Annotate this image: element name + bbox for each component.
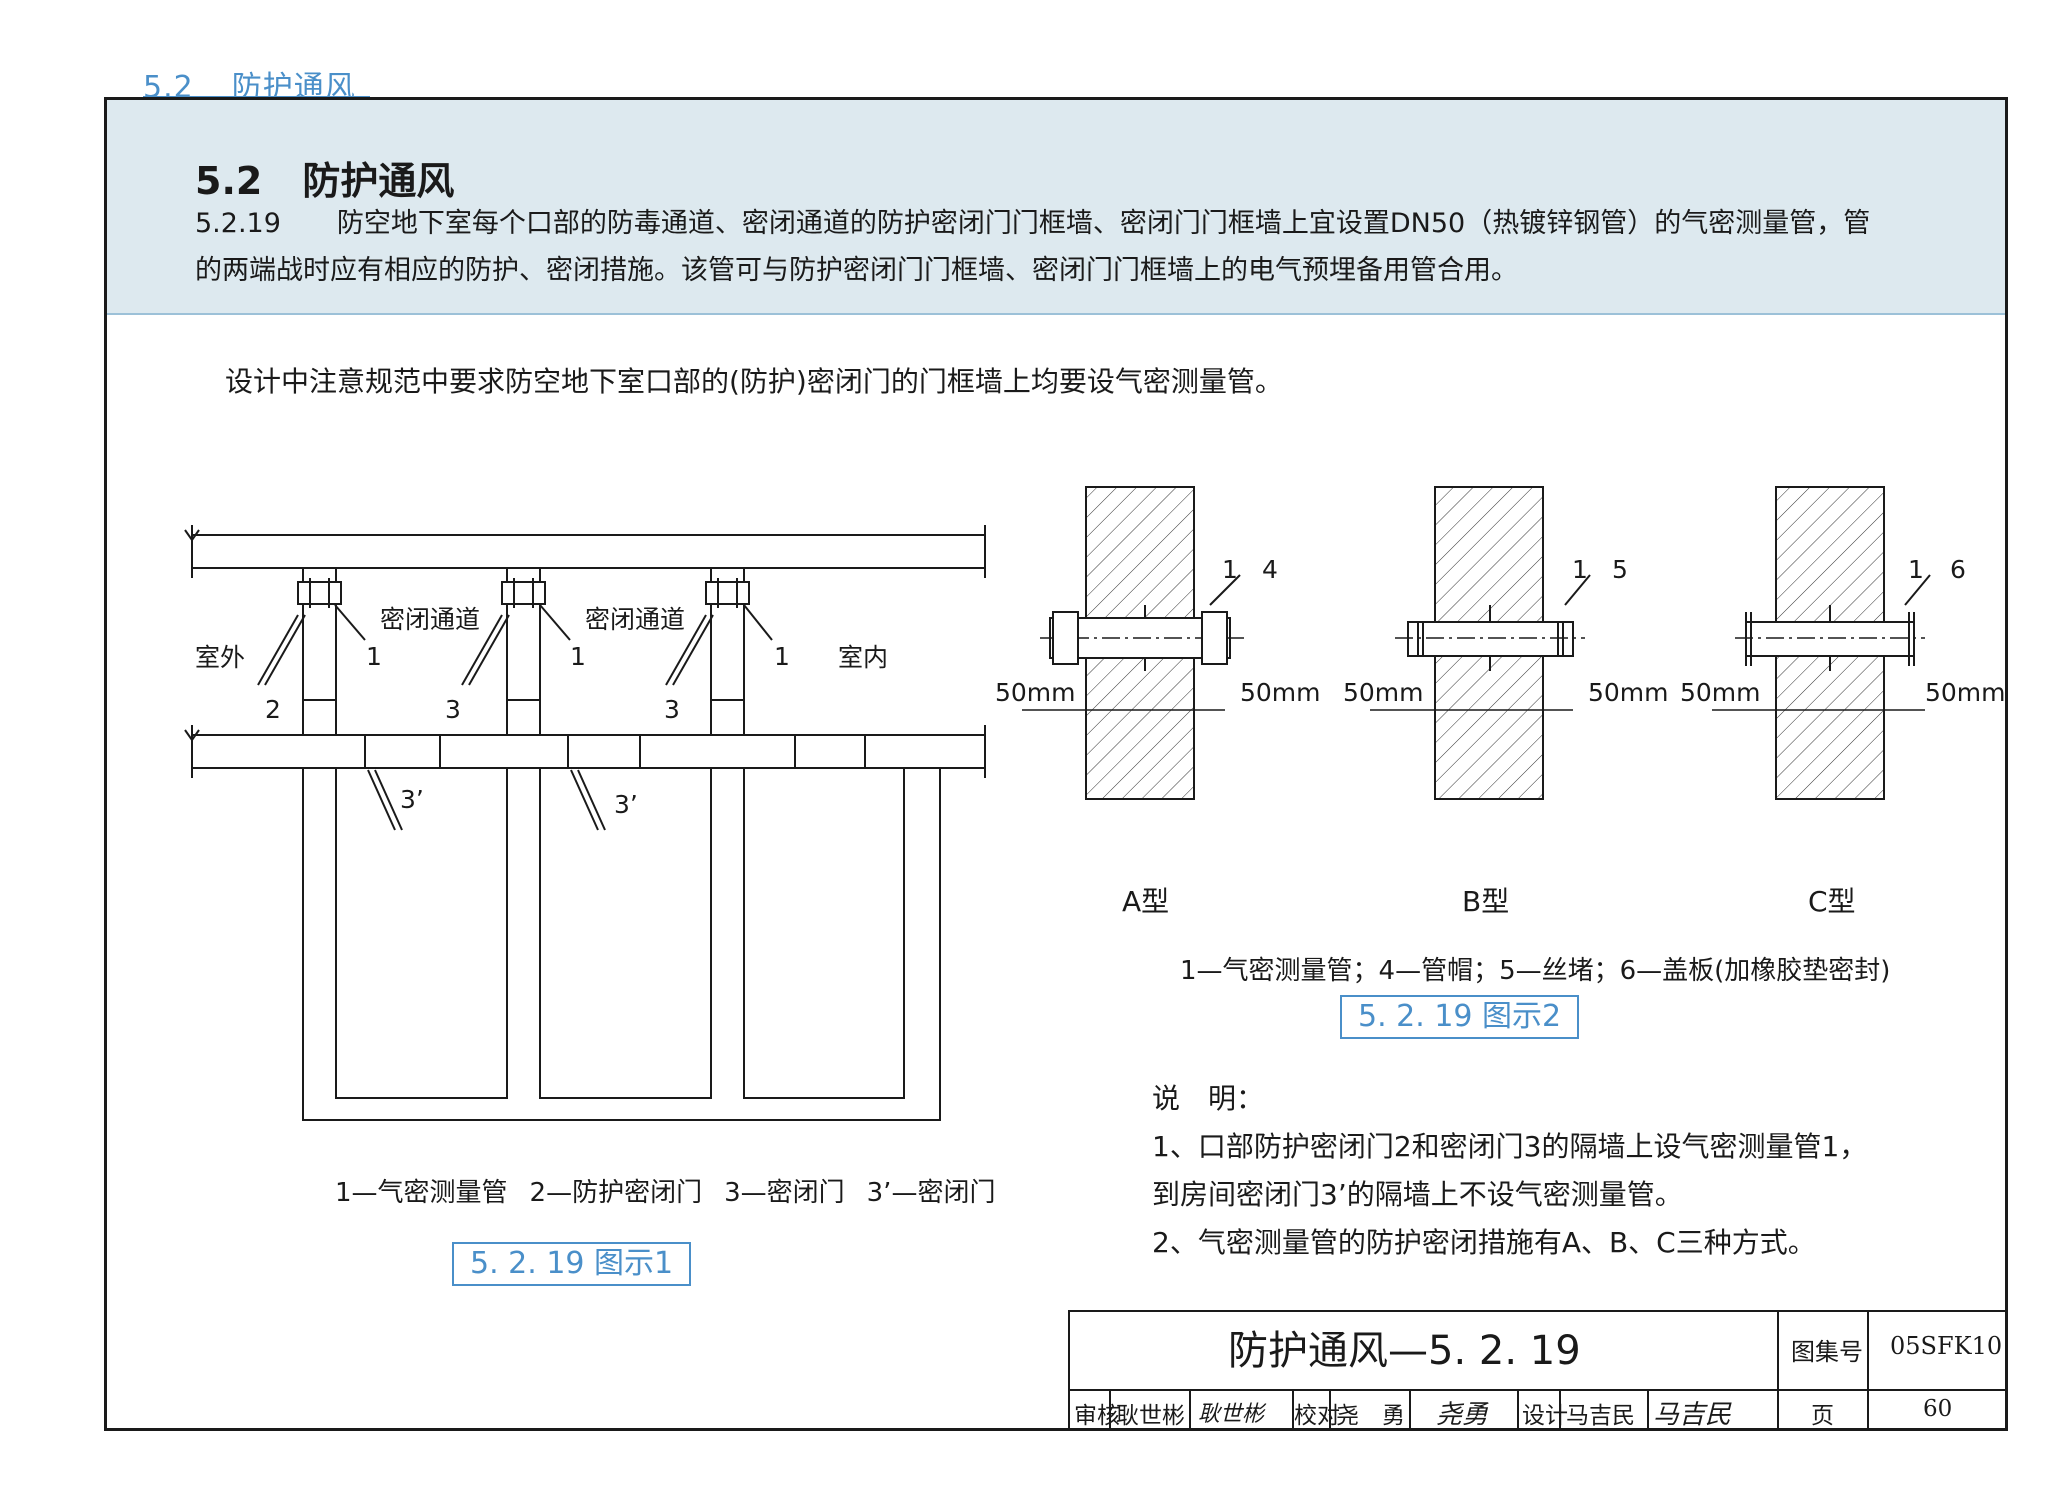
- review-label: 审核: [1074, 1403, 1120, 1429]
- fig2b-name: B型: [1462, 885, 1510, 918]
- fig2a-num-right: 4: [1262, 555, 1278, 584]
- explanation-line: 到房间密闭门3’的隔墙上不设气密测量管。: [1152, 1178, 1683, 1211]
- fig2-legend: 1—气密测量管；4—管帽；5—丝堵；6—盖板(加橡胶垫密封): [1180, 956, 1891, 986]
- fig2b-num-right: 5: [1612, 555, 1628, 584]
- fig1-indoor: 室内: [838, 643, 889, 672]
- section-name: 防护通风: [302, 159, 455, 203]
- fig2a-num-left: 1: [1222, 555, 1238, 584]
- atlas-number: 05SFK10: [1890, 1332, 2003, 1360]
- fig2c-dim-left: 50mm: [1680, 678, 1761, 707]
- page-frame: [104, 97, 2008, 1431]
- fig1-outdoor: 室外: [195, 643, 246, 672]
- fig1-n2: 2: [265, 695, 281, 724]
- section-title: 5.2 防护通风: [195, 150, 454, 205]
- fig2c-name: C型: [1808, 885, 1856, 918]
- fig1-legend-item: 3—密闭门: [724, 1178, 845, 1208]
- fig1-legend-item: 1—气密测量管: [335, 1178, 508, 1208]
- fig1-n1c: 1: [774, 642, 790, 671]
- fig2a-dim-right: 50mm: [1240, 678, 1321, 707]
- figure2-type-a: [1022, 486, 1245, 800]
- fig1-n3a: 3: [445, 695, 461, 724]
- explanation-heading: 说 明：: [1152, 1082, 1265, 1115]
- fig1-passage-b: 密闭通道: [585, 605, 686, 634]
- fig2a-name: A型: [1122, 885, 1170, 918]
- clause-header: [107, 100, 2005, 315]
- page-number: 60: [1923, 1396, 1953, 1422]
- atlas-label: 图集号: [1791, 1338, 1863, 1366]
- page-label: 页: [1811, 1403, 1834, 1429]
- fig2b-dim-right: 50mm: [1588, 678, 1669, 707]
- check-label: 校对: [1294, 1403, 1340, 1429]
- clause-body: 防空地下室每个口部的防毒通道、密闭通道的防护密闭门门框墙、密闭门门框墙上宜设置D…: [195, 208, 1871, 286]
- figure2-type-b: [1370, 486, 1591, 800]
- section-number: 5.2: [195, 159, 263, 203]
- fig2-caption: 5. 2. 19 图示2: [1340, 995, 1580, 1039]
- fig1-legend-item: 2—防护密闭门: [529, 1178, 703, 1208]
- check-signature: 尧勇: [1436, 1400, 1489, 1430]
- title-block-grid: [1068, 1310, 2008, 1431]
- fig1-n1b: 1: [570, 642, 586, 671]
- figure2-type-c: [1712, 486, 1931, 800]
- figure1-plan: [184, 525, 986, 1121]
- fig1-passage-a: 密闭通道: [380, 605, 481, 634]
- explanation-line: 2、气密测量管的防护密闭措施有A、B、C三种方式。: [1152, 1226, 1816, 1259]
- review-signature: 耿世彬: [1198, 1402, 1265, 1427]
- fig1-n3pa: 3’: [400, 785, 424, 814]
- fig2b-dim-left: 50mm: [1343, 678, 1424, 707]
- design-label: 设计: [1522, 1403, 1568, 1429]
- explanation: 说 明： 1、口部防护密闭门2和密闭门3的隔墙上设气密测量管1， 到房间密闭门3…: [1152, 1075, 1867, 1267]
- fig1-legend-item: 3’—密闭门: [866, 1178, 996, 1208]
- design-name: 马吉民: [1566, 1403, 1635, 1429]
- check-name: 尧 勇: [1336, 1403, 1405, 1429]
- fig1-n3b: 3: [664, 695, 680, 724]
- clause-number: 5.2.19: [195, 208, 281, 239]
- title-block: 防护通风—5. 2. 19 图集号 05SFK10 审核 耿世彬 耿世彬 校对 …: [1068, 1310, 2008, 1431]
- fig1-n3pb: 3’: [614, 790, 638, 819]
- fig2c-num-left: 1: [1908, 555, 1924, 584]
- explanation-line: 1、口部防护密闭门2和密闭门3的隔墙上设气密测量管1，: [1152, 1130, 1868, 1163]
- fig2c-dim-right: 50mm: [1925, 678, 2006, 707]
- fig2a-dim-left: 50mm: [995, 678, 1076, 707]
- fig2b-num-left: 1: [1572, 555, 1588, 584]
- design-signature: 马吉民: [1653, 1400, 1732, 1430]
- title-block-title: 防护通风—5. 2. 19: [1228, 1328, 1581, 1374]
- fig2c-num-right: 6: [1950, 555, 1966, 584]
- review-name: 耿世彬: [1116, 1403, 1185, 1429]
- design-note: 设计中注意规范中要求防空地下室口部的(防护)密闭门的门框墙上均要设气密测量管。: [225, 365, 1283, 398]
- fig1-n1a: 1: [366, 642, 382, 671]
- fig1-caption: 5. 2. 19 图示1: [452, 1242, 692, 1286]
- fig1-legend: 1—气密测量管 2—防护密闭门 3—密闭门 3’—密闭门: [335, 1172, 1017, 1209]
